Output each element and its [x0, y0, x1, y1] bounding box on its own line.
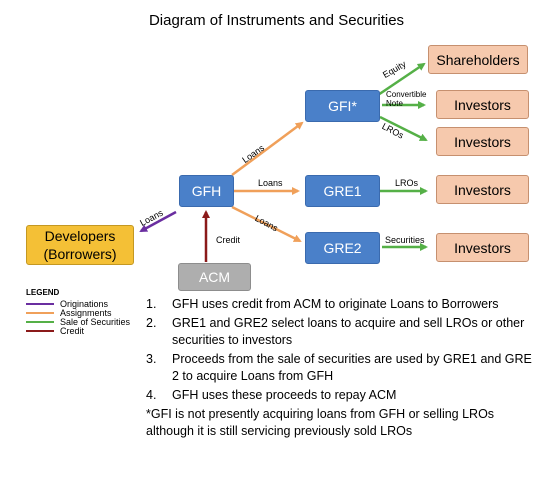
note-item: 3. Proceeds from the sale of securities a… — [146, 351, 541, 385]
arrow-loans-gfi — [231, 121, 304, 177]
note-item: 2. GRE1 and GRE2 select loans to acquire … — [146, 315, 541, 349]
legend-swatch-credit — [26, 330, 54, 332]
arrow-loans-developers — [139, 210, 177, 233]
note-text: Proceeds from the sale of securities are… — [172, 352, 532, 383]
legend-item-originations: Originations — [26, 299, 108, 309]
legend-swatch-originations — [26, 303, 54, 305]
legend-label: Credit — [60, 326, 85, 336]
legend-item-sale-of-securities: Sale of Securities — [26, 317, 130, 327]
legend-label: Assignments — [60, 308, 112, 318]
developers-line2: (Borrowers) — [43, 246, 117, 262]
label-convertible-line1: Convertible — [386, 90, 427, 99]
note-text: GRE1 and GRE2 select loans to acquire an… — [172, 316, 525, 347]
arrow-loans-gre2 — [231, 205, 302, 243]
legend-label: Originations — [60, 299, 109, 309]
node-investors-gre2: Investors — [436, 233, 529, 262]
legend-swatch-assignments — [26, 312, 54, 314]
developers-line1: Developers — [44, 228, 116, 244]
note-number: 1. — [146, 297, 157, 311]
node-acm: ACM — [178, 263, 251, 291]
legend-label: Sale of Securities — [60, 317, 131, 327]
footnote: *GFI is not presently acquiring loans fr… — [146, 407, 495, 438]
note-text: GFH uses these proceeds to repay ACM — [172, 388, 397, 402]
notes-list: 1. GFH uses credit from ACM to originate … — [146, 296, 541, 404]
node-investors-lros: Investors — [436, 127, 529, 156]
note-text: GFH uses credit from ACM to originate Lo… — [172, 297, 499, 311]
node-developers: Developers (Borrowers) — [26, 225, 134, 265]
legend-item-assignments: Assignments — [26, 308, 112, 318]
node-gre2: GRE2 — [305, 232, 380, 264]
arrow-lros-gfi — [379, 115, 428, 142]
note-number: 4. — [146, 388, 157, 402]
note-item: 1. GFH uses credit from ACM to originate … — [146, 296, 541, 313]
arrow-equity — [377, 62, 426, 97]
label-securities: Securities — [385, 235, 425, 245]
legend-title: LEGEND — [26, 288, 60, 297]
legend-item-credit: Credit — [26, 326, 84, 336]
note-number: 3. — [146, 352, 157, 366]
node-investors-convertible: Investors — [436, 90, 529, 119]
node-gre1: GRE1 — [305, 175, 380, 207]
note-item: 4. GFH uses these proceeds to repay ACM — [146, 387, 541, 404]
node-shareholders: Shareholders — [428, 45, 528, 74]
legend-swatch-sale-of-securities — [26, 321, 54, 323]
label-convertible-line2: Note — [386, 99, 403, 108]
label-loans-gre1: Loans — [258, 178, 283, 188]
node-gfh: GFH — [179, 175, 234, 207]
node-investors-gre1: Investors — [436, 175, 529, 204]
label-lros-gre1: LROs — [395, 178, 419, 188]
node-gfi: GFI* — [305, 90, 380, 122]
notes-block: 1. GFH uses credit from ACM to originate … — [146, 296, 541, 440]
diagram-title: Diagram of Instruments and Securities — [148, 12, 405, 29]
label-credit: Credit — [216, 235, 241, 245]
note-number: 2. — [146, 316, 157, 330]
